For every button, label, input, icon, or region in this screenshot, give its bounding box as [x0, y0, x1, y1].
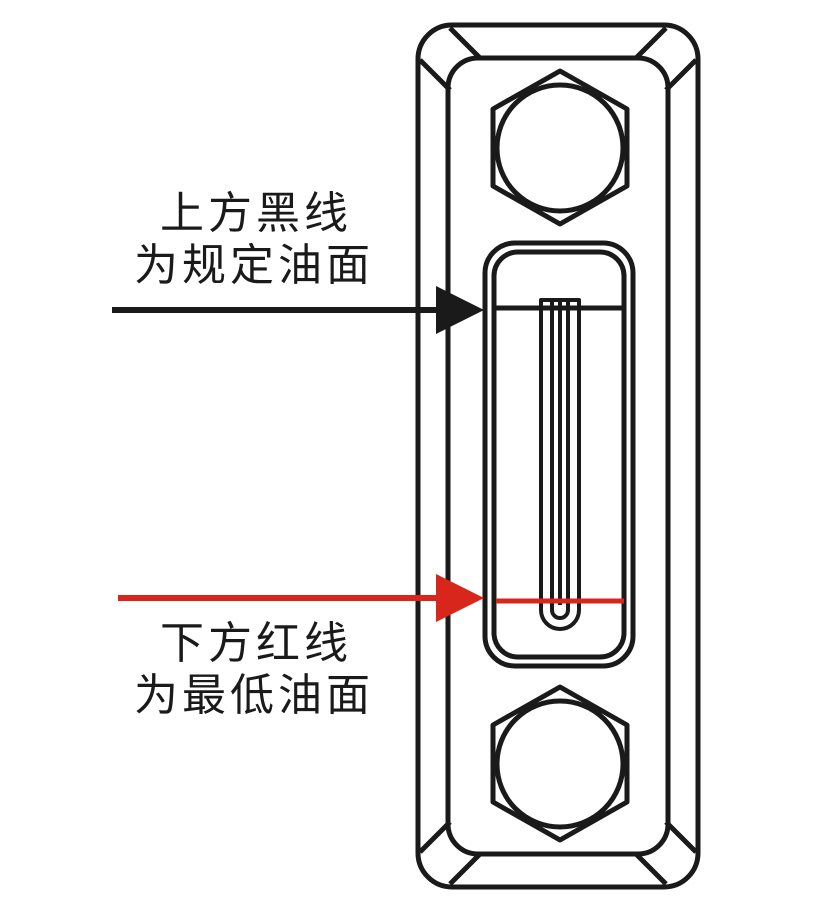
- hex-bolt-icon: [490, 684, 630, 843]
- upper-line-description: 为规定油面: [134, 240, 374, 291]
- lower-line-label: 下方红线: [160, 618, 352, 669]
- arrow-right-icon: [112, 286, 484, 334]
- gauge-outer-frame: [415, 22, 701, 890]
- lower-line-description: 为最低油面: [134, 670, 374, 721]
- upper-line-label: 上方黑线: [160, 188, 352, 239]
- sight-glass-window-outer: [482, 240, 636, 669]
- frame-corner-bevels: [418, 26, 698, 886]
- level-float-tube: [539, 298, 581, 631]
- arrow-right-icon: [118, 574, 484, 622]
- gauge-inner-frame: [445, 55, 671, 857]
- hex-bolt-icon: [490, 68, 630, 227]
- sight-glass-window-inner: [491, 249, 627, 660]
